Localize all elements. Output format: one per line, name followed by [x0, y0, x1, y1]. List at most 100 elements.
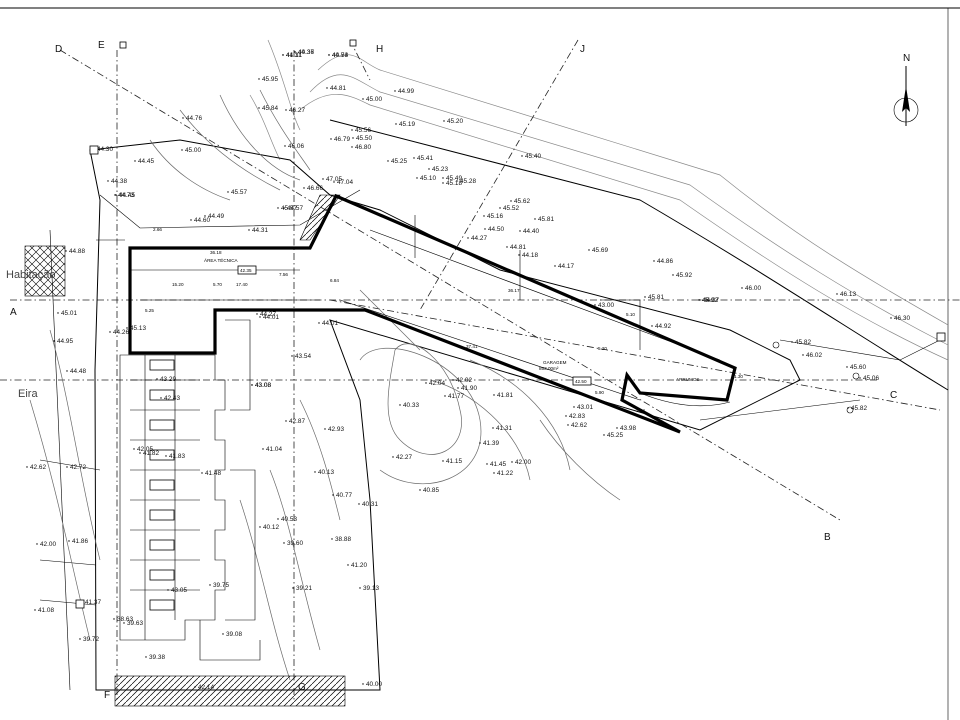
elevation-point [291, 355, 293, 357]
axis-labels: D E H J A C B F G [10, 40, 897, 701]
elevation-point [699, 299, 701, 301]
elevation-point [351, 129, 353, 131]
garage-outline [128, 193, 737, 434]
elevation-label: 41.04 [266, 446, 282, 453]
dimension-label: 17.40 [236, 282, 248, 287]
elevation-point [318, 322, 320, 324]
elevation-point [156, 378, 158, 380]
axis-label-b: B [824, 532, 831, 543]
elevation-label: 45.92 [676, 272, 692, 279]
elevation-label: 41.81 [497, 392, 513, 399]
elevation-point [802, 354, 804, 356]
dimension-label: 5.20 [598, 346, 607, 351]
elevation-label: 41.11 [286, 52, 302, 59]
elevation-point [314, 471, 316, 473]
elevation-point [359, 587, 361, 589]
elevation-label: 39.38 [149, 654, 165, 661]
elevation-label: 45.18 [446, 180, 462, 187]
elevation-label: 45.81 [648, 294, 664, 301]
elevation-point [258, 107, 260, 109]
dimension-label: 15.20 [172, 282, 184, 287]
elevation-point [395, 123, 397, 125]
elevation-label: 45.06 [863, 375, 879, 382]
elevation-label: 40.36 [298, 49, 314, 56]
elevation-point [194, 686, 196, 688]
elevation-point [201, 472, 203, 474]
elevation-point [442, 177, 444, 179]
hatched-house-area [24, 245, 66, 297]
elevation-point [65, 250, 67, 252]
elevation-label: 45.95 [262, 76, 278, 83]
elevation-point [352, 137, 354, 139]
elevation-label: 45.28 [460, 178, 476, 185]
elevation-label: 46.13 [840, 291, 856, 298]
elevation-point [204, 215, 206, 217]
elevation-point [492, 427, 494, 429]
elevation-label: 45.82 [851, 405, 867, 412]
north-label: N [903, 53, 910, 64]
elevation-point [79, 638, 81, 640]
elevation-label: 42.62 [30, 464, 46, 471]
elevation-point [484, 228, 486, 230]
elevation-point [114, 194, 116, 196]
elevation-label: 41.86 [72, 538, 88, 545]
garagem-area-label: 853.00m² [539, 366, 559, 371]
elevation-point [322, 178, 324, 180]
elevation-point [190, 219, 192, 221]
elevation-point [326, 87, 328, 89]
elevation-label: 43.29 [160, 376, 176, 383]
elevation-label: 44.37 [298, 49, 314, 56]
elevation-point [331, 538, 333, 540]
elevation-label: 44.31 [286, 52, 302, 59]
elevation-point [486, 463, 488, 465]
elevation-label: 44.01 [322, 320, 338, 327]
elevation-label: 43.01 [577, 404, 593, 411]
elevation-point [283, 542, 285, 544]
elevation-point [333, 181, 335, 183]
elevation-point [259, 526, 261, 528]
dimension-label: 5.25 [145, 308, 154, 313]
dimension-label: 1.30 [734, 374, 743, 379]
elevation-point [452, 379, 454, 381]
elevation-point [387, 160, 389, 162]
elevation-point [126, 327, 128, 329]
elevation-label: 43.54 [295, 353, 311, 360]
elevation-label: 39.08 [226, 631, 242, 638]
elevation-label: 45.19 [399, 121, 415, 128]
elevation-point [324, 428, 326, 430]
axis-label-a: A [10, 307, 17, 318]
elevation-point [493, 472, 495, 474]
elevation-point [66, 370, 68, 372]
elevation-point [588, 249, 590, 251]
elevation-label: 44.99 [398, 88, 414, 95]
elevation-label: 39.21 [296, 585, 312, 592]
elevation-label: 45.20 [447, 118, 463, 125]
axis-label-f: F [104, 690, 110, 701]
elevation-point [66, 466, 68, 468]
dimension-labels: 36.18 15.20 17.40 7.56 5.70 6.84 36.17 3… [145, 227, 743, 413]
elevation-label: 42.62 [571, 422, 587, 429]
elevation-label: 40.74 [332, 52, 348, 59]
elevation-label: 41.08 [38, 607, 54, 614]
elevation-point [791, 341, 793, 343]
elevation-label: 44.49 [208, 213, 224, 220]
elevation-label: 41.37 [85, 599, 101, 606]
axis-label-j: J [580, 44, 585, 55]
elevation-label: 44.45 [119, 192, 135, 199]
elevation-label: 39.72 [83, 636, 99, 643]
elevation-label: 44.53 [332, 52, 348, 59]
habitacao-label: Habitação [6, 269, 56, 281]
elevation-label: 44.45 [138, 158, 154, 165]
elevation-label: 41.20 [351, 562, 367, 569]
axis-label-d: D [55, 44, 62, 55]
elevation-point [442, 460, 444, 462]
elevation-label: 46.30 [894, 315, 910, 322]
elevation-point [859, 377, 861, 379]
dimension-label: 2.66 [153, 227, 162, 232]
elevation-point [256, 313, 258, 315]
elevation-label: 42.83 [569, 413, 585, 420]
elevation-label: 42.72 [70, 464, 86, 471]
elevation-point [846, 366, 848, 368]
elevation-label: 45.00 [185, 147, 201, 154]
